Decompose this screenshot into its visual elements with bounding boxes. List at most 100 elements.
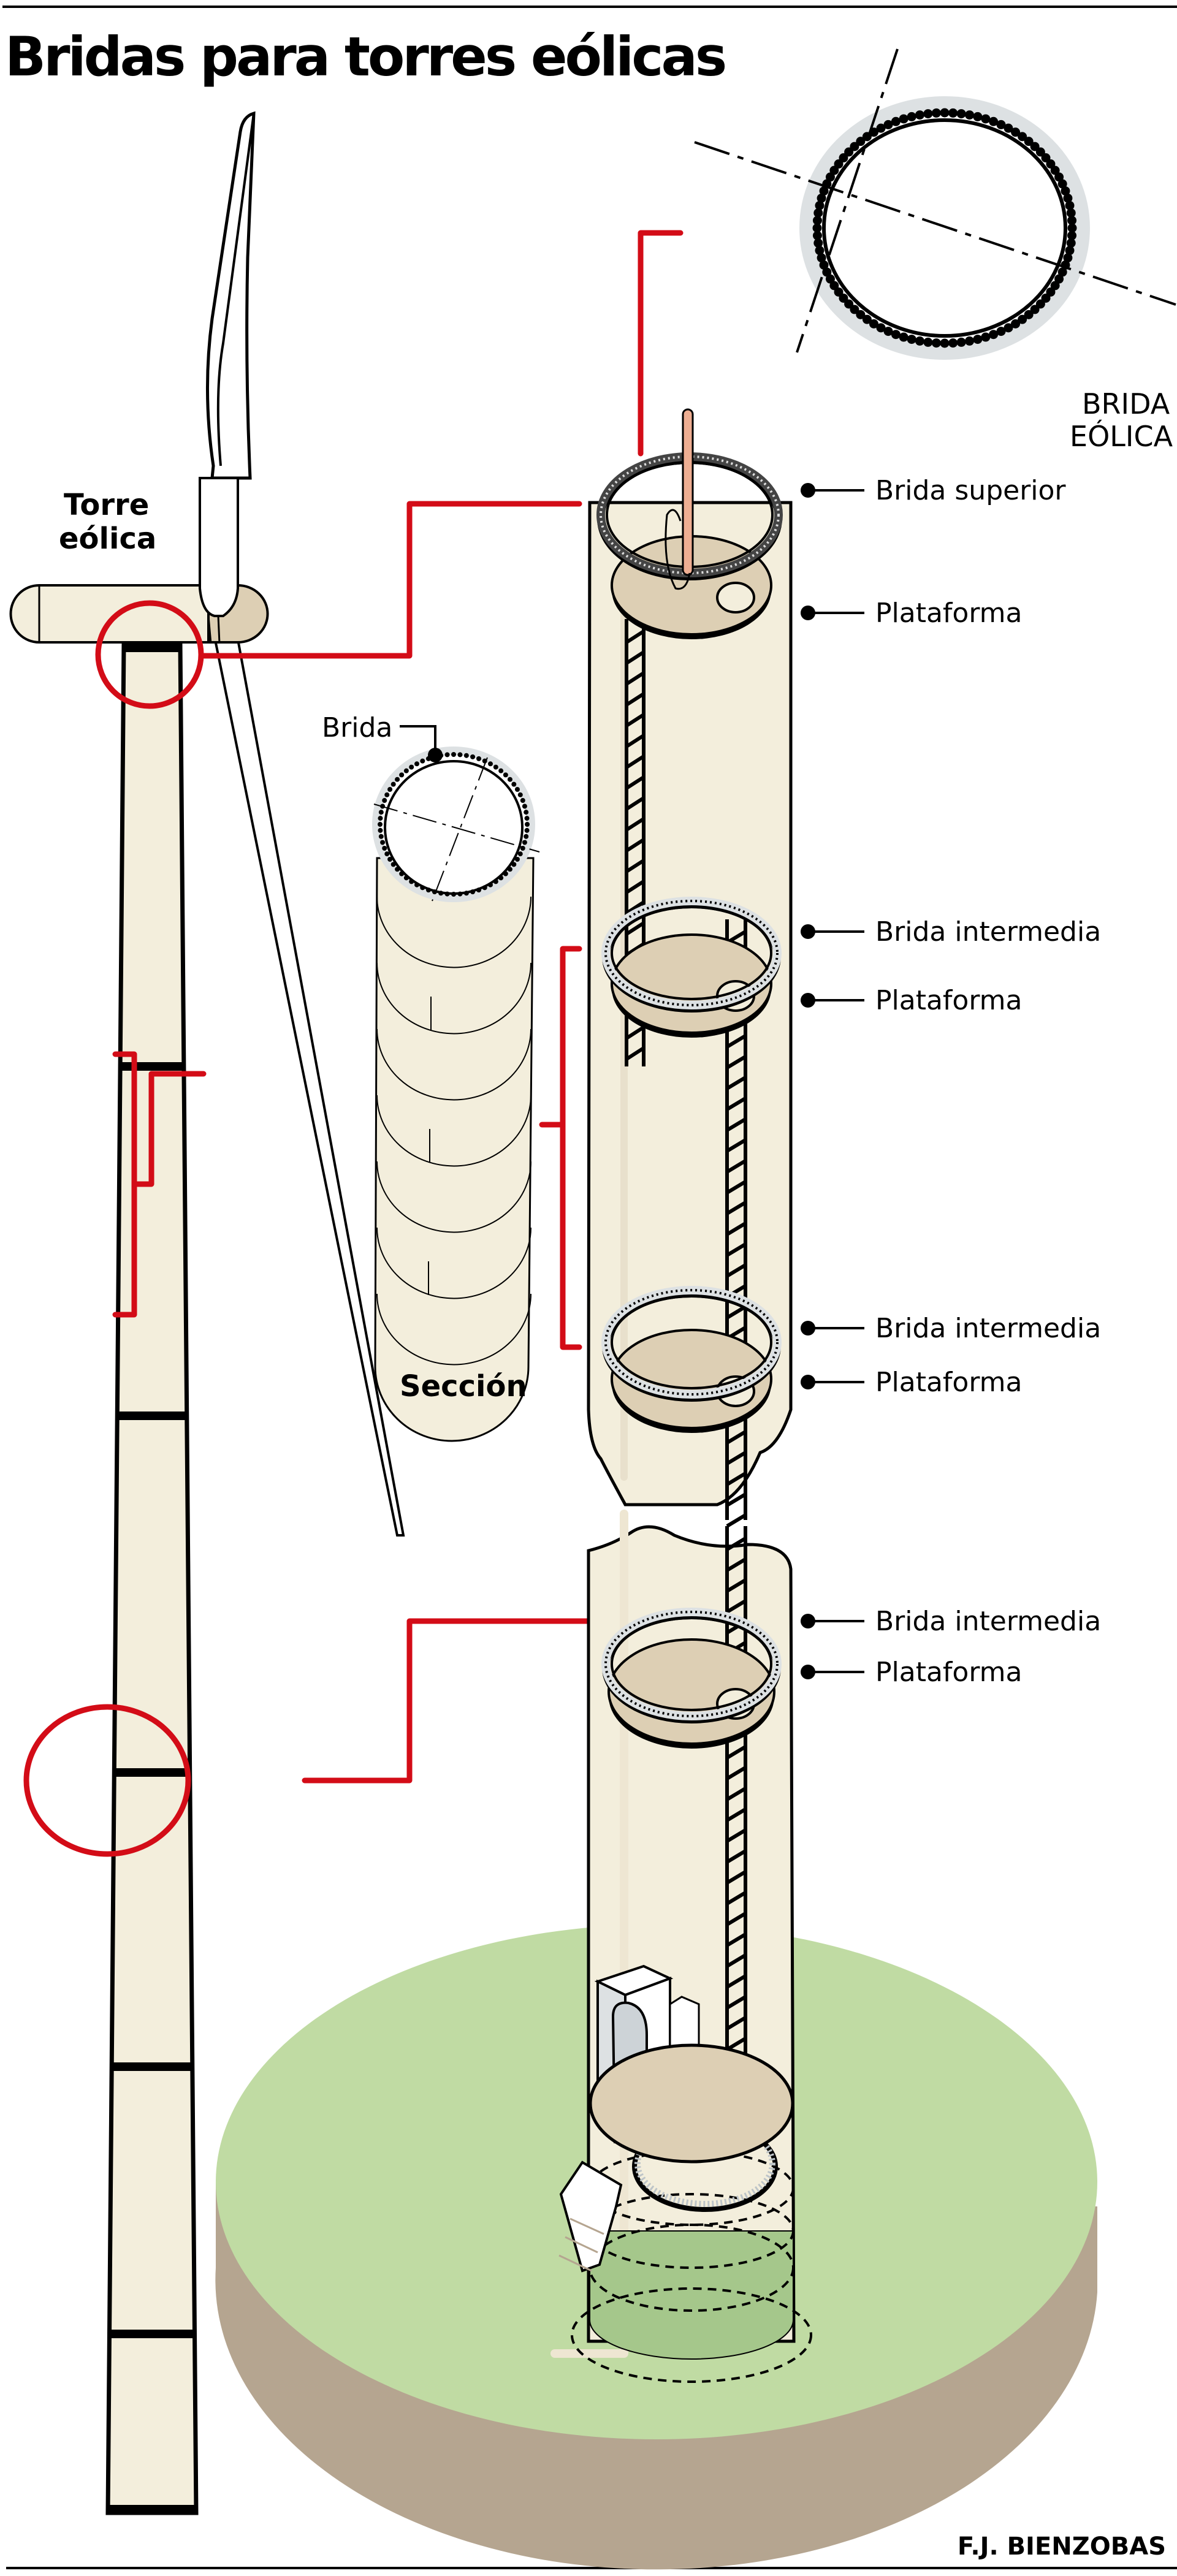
ladder-upper-rung [625, 775, 645, 790]
foundation-well [589, 2230, 794, 2360]
flange-detail: BRIDA EÓLICA [694, 48, 1176, 453]
flange-bolt [414, 761, 419, 767]
flange-bolt [1050, 165, 1060, 175]
flange-bolt [844, 147, 854, 157]
flange-bolt [1054, 172, 1064, 182]
flange-bolt [522, 804, 527, 809]
flange-bolt [1061, 186, 1070, 196]
flange-bolt [965, 336, 975, 346]
flange-bolt [940, 338, 950, 348]
flange-bolt [399, 772, 405, 778]
callout-label: Plataforma [875, 985, 1023, 1016]
flange-inner-edge [611, 1295, 772, 1389]
ladder-upper-rung [625, 859, 645, 873]
flange-bolts [604, 900, 779, 1006]
flange-bolt [973, 112, 983, 121]
flange-bolt [525, 822, 530, 827]
flange-bolt [915, 336, 924, 346]
ladder-middle-rung [726, 1222, 747, 1236]
flange-bolt [876, 323, 886, 333]
ladder-upper-rung [625, 1025, 645, 1040]
flange-bolt [457, 752, 463, 758]
callout-label: Brida superior [875, 475, 1066, 506]
flange-bolt [378, 810, 384, 815]
ladder-lower-rung [726, 1995, 747, 2010]
flange-bolt [514, 787, 520, 792]
flange-bolt [839, 153, 848, 163]
ladder-middle-rung [726, 1451, 747, 1465]
flange-bolt [382, 798, 387, 804]
flange-bolt [1004, 123, 1013, 133]
ladder-lower-rung [726, 1537, 747, 1551]
platform [608, 1638, 775, 1745]
flange-bolt [522, 840, 527, 845]
ladder-upper-rung [625, 734, 645, 748]
callout-label: Plataforma [875, 1367, 1023, 1398]
flange-bolt [956, 109, 966, 119]
callout-label: Brida intermedia [875, 1313, 1101, 1344]
flange-bolt [524, 834, 529, 839]
flange-bolt [498, 768, 504, 773]
flange-bolt [1057, 267, 1067, 277]
ladder-upper-rung [625, 650, 645, 665]
page-title: Bridas para torres eólicas [5, 25, 725, 88]
flange-bolt [451, 752, 456, 757]
flange-bolt [476, 756, 482, 761]
ladder-upper-rung [625, 629, 645, 644]
connector-flange-detail [638, 230, 684, 457]
ladder-middle-rung [726, 1263, 747, 1278]
ladder-upper-rung [625, 692, 645, 707]
flange-bolt [1024, 137, 1034, 146]
ladder-middle-rung [726, 1180, 747, 1195]
flange-bolt [813, 208, 823, 218]
callout-label: Brida intermedia [875, 1606, 1101, 1637]
ladder-lower-rung [726, 1787, 747, 1801]
flange-bolt [883, 327, 893, 336]
flange-bolt [444, 752, 450, 758]
flange-bolt [507, 777, 512, 782]
ladder-upper-rung [625, 838, 645, 853]
flange-bolt [829, 281, 839, 291]
flange-bolt [378, 827, 383, 833]
flange-bolt [463, 753, 469, 758]
ladder-middle-rung [726, 1201, 747, 1215]
flange-bolt [503, 772, 508, 778]
flange-bolt [384, 851, 390, 857]
flange-bolt [1011, 127, 1021, 137]
ladder-middle-rung [726, 1055, 747, 1070]
ladder-lower-rung [726, 1974, 747, 1989]
ladder-lower-rung [726, 1828, 747, 1843]
flange-bolt [907, 335, 916, 344]
ladder-upper-rung [625, 671, 645, 686]
ladder-upper-rung [625, 754, 645, 769]
flange-bolt [923, 109, 933, 119]
ladder-lower-rung [726, 1849, 747, 1864]
bracket-exploded-upper [560, 946, 582, 1350]
ladder-middle-rung [726, 1430, 747, 1445]
flange-bolt [1065, 200, 1075, 210]
exploded-tower [550, 408, 812, 2383]
flange-bolt [517, 792, 523, 797]
flange-bolt [989, 116, 999, 126]
ladder-lower-rung [726, 1953, 747, 1968]
flange-bolt [812, 230, 822, 240]
ladder-upper-rung [625, 921, 645, 936]
flange-inner-edge [611, 1617, 772, 1711]
flange-bolt [819, 186, 829, 196]
flange-bolt [1041, 153, 1051, 163]
flange-bolt [1035, 299, 1045, 309]
flange-bolt [817, 253, 826, 263]
flange-bolt [1050, 281, 1060, 291]
flange-bolts [604, 1611, 779, 1717]
ladder-upper-rung [625, 880, 645, 894]
flange-bolts [604, 1289, 779, 1396]
flange-bolt [996, 327, 1006, 336]
entrance-stairs [559, 2160, 623, 2273]
flange-bolt [493, 764, 498, 770]
flange-ring-band [799, 96, 1090, 360]
flange-bolt [1065, 246, 1075, 256]
flange-bolt [996, 120, 1006, 129]
flange-bolt [940, 108, 950, 118]
flange-bolt [420, 758, 425, 764]
